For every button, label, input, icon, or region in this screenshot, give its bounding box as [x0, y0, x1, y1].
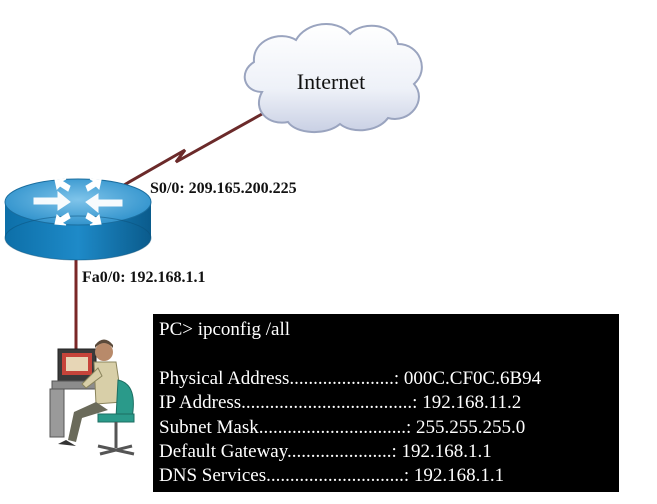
cloud-label: Internet — [297, 69, 365, 94]
terminal-row-label: Default Gateway...................... — [159, 440, 392, 462]
internet-cloud-icon — [243, 22, 423, 133]
terminal-row-value: : 192.168.1.1 — [403, 465, 505, 487]
terminal-row: Default Gateway...................... : … — [159, 440, 619, 464]
terminal-row: IP Address..............................… — [159, 391, 619, 415]
terminal-row-value: : 255.255.255.0 — [406, 416, 526, 438]
pc-user-icon — [49, 339, 135, 456]
terminal-blank-line — [159, 342, 619, 366]
terminal-row-value: : 192.168.1.1 — [391, 440, 492, 462]
terminal-row: DNS Services............................… — [159, 464, 619, 488]
terminal-row-value: : 192.168.11.2 — [412, 392, 522, 414]
ipconfig-terminal: PC> ipconfig /all Physical Address......… — [153, 314, 619, 492]
router-serial-label: S0/0: 209.165.200.225 — [150, 180, 297, 197]
terminal-row-value: : 000C.CF0C.6B94 — [393, 367, 542, 389]
terminal-row: Subnet Mask.............................… — [159, 416, 619, 440]
terminal-row-label: Subnet Mask.............................… — [159, 416, 406, 438]
terminal-prompt: PC> ipconfig /all — [159, 319, 291, 340]
terminal-row-label: IP Address..............................… — [159, 392, 413, 414]
terminal-row-label: DNS Services............................… — [159, 465, 404, 487]
terminal-row-label: Physical Address...................... — [159, 367, 394, 389]
router-icon — [4, 178, 152, 261]
serial-link — [109, 112, 263, 195]
terminal-row: Physical Address...................... :… — [159, 367, 619, 391]
router-fastethernet-label: Fa0/0: 192.168.1.1 — [82, 269, 206, 286]
